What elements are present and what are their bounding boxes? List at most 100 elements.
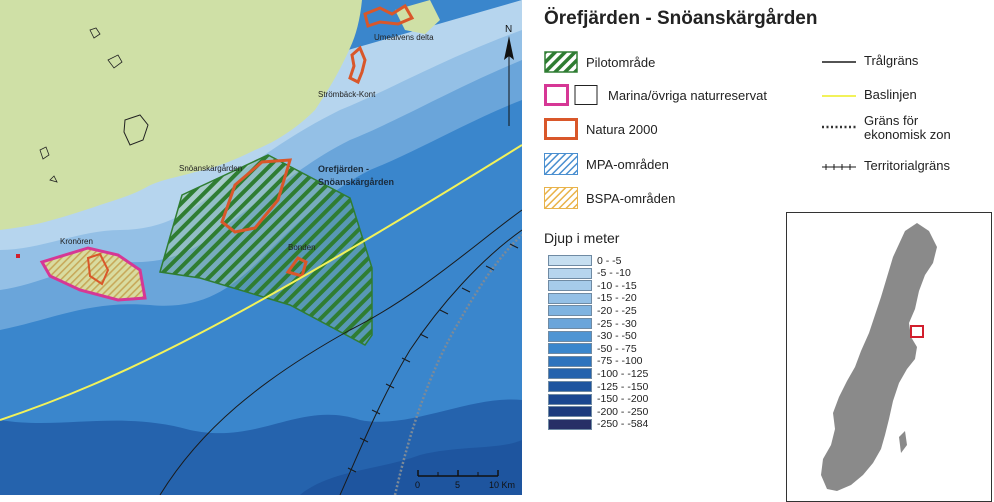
location-marker <box>910 325 924 338</box>
lake-3 <box>89 27 101 39</box>
label-stromback: Strömbäck-Kont <box>318 90 376 99</box>
depth-swatch <box>548 368 592 380</box>
depth-class-label: -5 - -10 <box>597 267 631 280</box>
marker-small <box>16 254 20 258</box>
land <box>0 0 362 230</box>
natura-snoanskargarden <box>220 158 293 234</box>
legend-item-bspa: BSPA-områden <box>544 187 675 209</box>
gotland-shape <box>899 431 907 453</box>
legend-item-natura: Natura 2000 <box>544 118 658 140</box>
reserve-kronoren <box>39 246 147 302</box>
depth-swatch <box>548 343 592 355</box>
depth-deepest <box>300 440 522 495</box>
legend-label-baseline: Baslinjen <box>864 87 917 102</box>
depth-class-row: -30 - -50 <box>548 330 637 343</box>
label-kronoren: Kronören <box>60 237 93 246</box>
legend-item-trawl: Trålgräns <box>820 53 918 68</box>
pilot-hatch-icon <box>544 51 578 73</box>
depth-swatch <box>548 255 592 266</box>
depth-class-label: -100 - -125 <box>597 367 649 380</box>
depth-swatch <box>548 418 592 430</box>
depth-class-label: -30 - -50 <box>597 330 637 343</box>
lake <box>123 114 149 146</box>
depth-class-label: -75 - -100 <box>597 355 643 368</box>
legend-panel: Örefjärden - Snöanskärgården Pilotområde… <box>522 0 994 502</box>
depth-class-label: -25 - -30 <box>597 317 637 330</box>
label-snoanskargarden: Snöanskärgården <box>179 164 242 173</box>
legend-label-territorial: Territorialgräns <box>864 158 950 173</box>
scale-tick-10: 10 Km <box>489 480 515 490</box>
legend-item-reserve: Marina/övriga naturreservat <box>544 84 767 106</box>
map-panel[interactable]: Umeälvens delta Strömbäck-Kont Snöanskär… <box>0 0 522 495</box>
depth-swatch <box>548 355 592 367</box>
scale-tick-0: 0 <box>415 480 420 490</box>
mpa-hatch-icon <box>544 153 578 175</box>
eez-line-icon <box>822 125 856 129</box>
depth-swatch <box>548 381 592 392</box>
depth-class-label: -125 - -150 <box>597 380 649 393</box>
depth-class-row: -150 - -200 <box>548 393 648 406</box>
label-bonden: Bonden <box>288 243 316 252</box>
scale-bar: 0 5 10 Km <box>415 470 515 490</box>
baseline-line-icon <box>822 95 856 97</box>
page-title: Örefjärden - Snöanskärgården <box>544 8 818 29</box>
depth-swatch <box>548 318 592 329</box>
depth-legend-title: Djup i meter <box>544 230 620 246</box>
sweden-shape <box>821 223 937 491</box>
legend-item-mpa: MPA-områden <box>544 153 669 175</box>
depth-class-label: -10 - -15 <box>597 279 637 292</box>
depth-class-row: -25 - -30 <box>548 317 637 330</box>
territorial-ticks <box>347 243 519 473</box>
depth-class-row: 0 - -5 <box>548 254 622 267</box>
depth-swatch <box>548 292 592 304</box>
depth-class-label: -15 - -20 <box>597 292 637 305</box>
legend-label-natura: Natura 2000 <box>586 121 658 137</box>
territorial-boundary <box>339 229 522 495</box>
depth-swatch <box>548 280 592 292</box>
natura-bonden <box>285 256 308 278</box>
legend-item-baseline: Baslinjen <box>820 87 917 102</box>
legend-item-pilot: Pilotområde <box>544 51 655 73</box>
depth-class-row: -75 - -100 <box>548 355 643 368</box>
depth-swatch <box>548 330 592 342</box>
bspa-hatch-icon <box>544 187 578 209</box>
territorial-line-icon <box>822 164 856 170</box>
inset-map <box>786 212 992 502</box>
depth-class-label: -200 - -250 <box>597 405 649 418</box>
reserve-box-icon <box>544 84 598 106</box>
north-arrow-icon: N <box>504 24 514 126</box>
lake-4 <box>39 146 50 160</box>
lake-5 <box>49 175 58 183</box>
pilot-area <box>159 154 373 346</box>
baseline <box>0 144 522 421</box>
legend-label-reserve: Marina/övriga naturreservat <box>608 87 767 103</box>
legend-label-pilot: Pilotområde <box>586 54 656 70</box>
scale-tick-5: 5 <box>455 480 460 490</box>
depth-class-row: -250 - -584 <box>548 418 648 431</box>
depth-class-row: -20 - -25 <box>548 304 637 317</box>
legend-label-trawl: Trålgräns <box>864 53 919 68</box>
depth-class-label: -20 - -25 <box>597 304 637 317</box>
depth-class-label: -250 - -584 <box>597 418 649 431</box>
natura-box-icon <box>544 118 578 140</box>
depth-class-row: -15 - -20 <box>548 292 637 305</box>
depth-class-row: -5 - -10 <box>548 267 631 280</box>
depth-swatch <box>548 393 592 405</box>
depth-class-row: -125 - -150 <box>548 380 648 393</box>
eez-boundary <box>393 234 522 495</box>
trawl-boundary <box>159 209 522 495</box>
depth-swatch <box>548 305 592 317</box>
label-orefjarden-2: Snöanskärgården <box>318 177 394 187</box>
depth-swatch <box>548 267 592 279</box>
depth-class-label: 0 - -5 <box>597 254 622 267</box>
label-orefjarden-1: Orefjärden - <box>318 164 369 174</box>
natura-kronoren <box>86 252 110 286</box>
natura-umealven <box>363 3 415 28</box>
depth-class-row: -100 - -125 <box>548 367 648 380</box>
legend-label-bspa: BSPA-områden <box>586 190 676 206</box>
legend-label-mpa: MPA-områden <box>586 156 669 172</box>
depth-class-row: -50 - -75 <box>548 342 637 355</box>
depth-class-row: -200 - -250 <box>548 405 648 418</box>
natura-stromback <box>348 45 367 85</box>
